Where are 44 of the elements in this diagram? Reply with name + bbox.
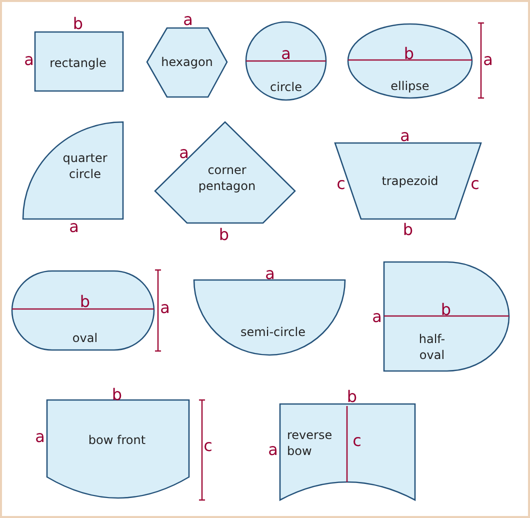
dimension-letter: b [346,389,358,405]
dimension-letter: c [470,176,480,192]
dimension-letter: c [202,438,214,454]
hexagon-shape [147,28,227,97]
dimension-letter: b [402,222,414,238]
circle-shape [246,22,326,100]
dimension-letter: b [72,16,84,32]
shape-name: ellipse [390,78,430,94]
dimension-letter: a [482,52,494,68]
shape-name: hexagon [160,54,214,70]
shape-name: corner pentagon [197,162,257,194]
dimension-letter: a [280,46,292,62]
dimension-letter: a [264,266,276,282]
shape-name: circle [269,79,303,95]
dimension-letter: a [68,219,80,235]
shape-name: reverse bow [287,427,334,459]
shape-name: rectangle [48,55,108,71]
shape-name: oval [71,330,99,346]
dimension-letter: a [182,12,194,28]
dimension-letter: a [159,300,171,316]
shape-name: quarter circle [62,150,108,182]
rectangle-shape [35,32,123,91]
dimension-letter: b [440,302,452,318]
dimension-letter: c [352,433,362,449]
reverse-bow-shape [280,404,415,500]
dimension-letter: a [267,442,279,458]
shape-name: trapezoid [380,173,440,189]
dimension-letter: a [399,128,411,144]
dimension-letter: b [78,294,92,310]
pentagon-shape [155,122,295,223]
bow-front-shape [47,400,189,499]
trapezoid-shape [335,143,481,219]
dimension-letter: a [23,52,35,68]
dimension-letter: c [336,176,346,192]
ellipse-shape [348,24,472,98]
dimension-letter: a [178,145,190,161]
dimension-letter: b [110,387,124,403]
dimension-letter: b [402,46,416,62]
shape-name: half-oval [418,331,446,363]
dimension-letter: b [218,227,230,243]
shape-name: bow front [87,432,147,448]
dimension-letter: a [34,429,46,445]
shape-name: semi-circle [240,324,306,340]
dimension-letter: a [371,309,383,325]
